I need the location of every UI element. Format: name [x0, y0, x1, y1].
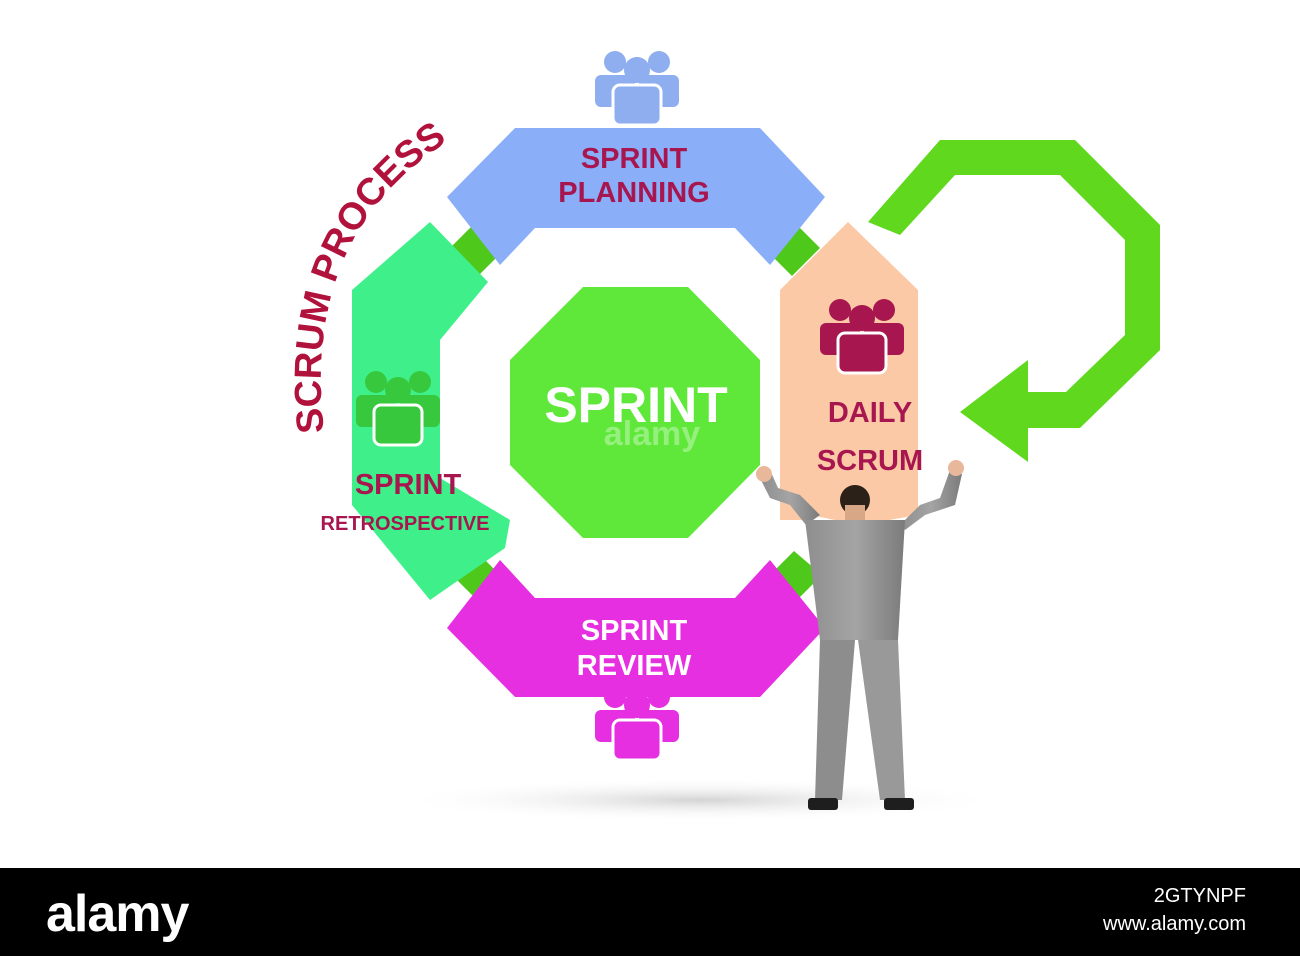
stock-footer-bar: alamy 2GTYNPF www.alamy.com: [0, 868, 1300, 956]
planning-label-line2: PLANNING: [558, 177, 709, 209]
site-url: www.alamy.com: [1103, 913, 1246, 935]
review-label-line1: SPRINT: [581, 615, 688, 647]
sprint-center-octagon: [510, 287, 760, 538]
daily-label-line2: SCRUM: [817, 445, 923, 477]
floor-shadow: [390, 778, 1010, 822]
stage-review: [447, 560, 825, 697]
daily-label-line1: DAILY: [828, 397, 912, 429]
review-label-line2: REVIEW: [577, 650, 692, 682]
retro-label-line1: SPRINT: [355, 469, 462, 501]
brand-logo-text: alamy: [46, 885, 189, 943]
image-id-block: 2GTYNPF www.alamy.com: [1103, 882, 1246, 938]
team-icon-planning: [593, 49, 681, 127]
watermark-text: alamy: [604, 415, 700, 453]
center-label: SPRINT: [544, 377, 727, 433]
stage-planning: [447, 128, 825, 265]
businessman-figure: [756, 460, 964, 810]
loop-arrow: [868, 140, 1160, 462]
image-id: 2GTYNPF: [1153, 885, 1246, 907]
planning-label-line1: SPRINT: [581, 143, 688, 175]
retro-label-line2: RETROSPECTIVE: [321, 513, 490, 535]
team-icon-review: [593, 684, 681, 762]
